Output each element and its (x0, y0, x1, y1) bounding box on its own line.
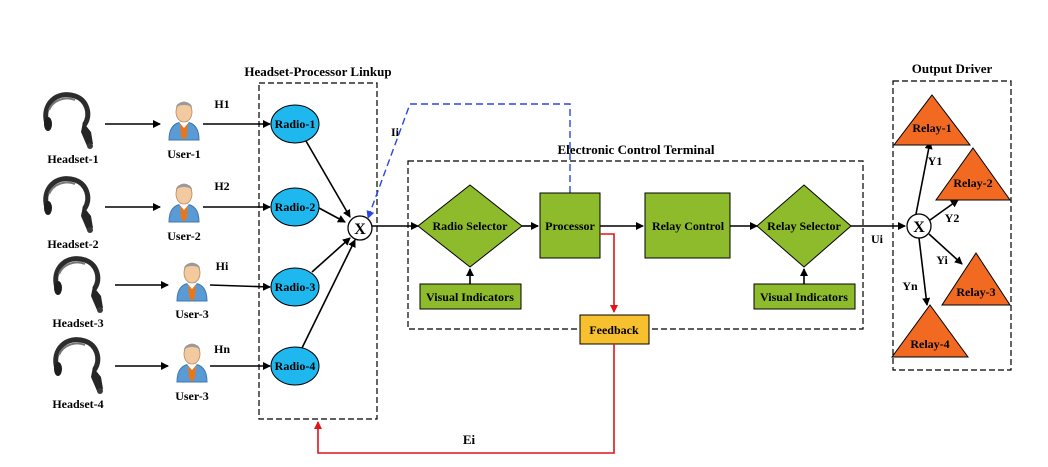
radio-node (270, 346, 320, 386)
y1-signal-label: Y1 (928, 154, 943, 168)
relay-3-block (941, 252, 1011, 306)
user-icon (176, 343, 208, 383)
user-label: User-1 (167, 147, 201, 161)
relay-selector-block (756, 184, 852, 268)
output-arrow-relay-1 (915, 141, 933, 215)
feedback-return-line (314, 344, 615, 454)
output-arrow-relay-2 (929, 199, 959, 221)
radio-selector-block (417, 184, 523, 268)
headset-icon (54, 340, 103, 394)
channel-label: H1 (214, 97, 229, 111)
relay-2-label: Relay-2 (953, 176, 992, 190)
relay-control-label: Relay Control (652, 219, 725, 233)
processor-label: Processor (545, 219, 595, 233)
linkup-group-title: Headset-Processor Linkup (244, 64, 391, 79)
visual-indicators-right-block (753, 283, 856, 310)
yi-signal-label: Yi (936, 253, 948, 267)
channel-label: Hn (214, 342, 230, 356)
input-mixer-node (347, 215, 373, 241)
user-icon (168, 101, 200, 141)
relay-selector-label: Relay Selector (767, 219, 841, 233)
relay-2-block (935, 147, 1011, 201)
user-icon (168, 183, 200, 223)
ei-signal-label: Ei (463, 432, 476, 447)
headset-label: Headset-2 (47, 237, 98, 251)
headset-label: Headset-3 (52, 316, 103, 330)
processor-block (539, 192, 601, 259)
output-arrow-relay-3 (928, 233, 963, 265)
radio-label: Radio-4 (275, 359, 316, 373)
user-to-radio-arrow (209, 282, 271, 291)
ui-signal-label: Ui (871, 232, 884, 246)
output-group-title: Output Driver (912, 61, 993, 76)
y2-signal-label: Y2 (945, 211, 960, 225)
radio-to-mixer-arrow (318, 207, 346, 223)
terminal-group-title: Electronic Control Terminal (558, 142, 715, 157)
user-label: User-2 (167, 229, 201, 243)
radio-selector-label: Radio Selector (433, 219, 509, 233)
input-mixer-symbol: X (354, 221, 366, 238)
headset-icon (44, 95, 93, 149)
radio-label: Radio-3 (275, 280, 316, 294)
channel-label: Hi (216, 259, 229, 273)
headset-label: Headset-1 (47, 152, 98, 166)
radio-label: Radio-2 (275, 200, 316, 214)
radio-to-mixer-arrow (311, 237, 351, 273)
radio-to-mixer-arrow (301, 239, 356, 349)
ii-signal-line (366, 103, 571, 219)
user-label: User-3 (175, 389, 209, 403)
radio-node (270, 104, 320, 144)
relay-4-label: Relay-4 (910, 337, 949, 351)
user-icon (176, 262, 208, 302)
headset-icon (44, 179, 93, 233)
radio-node (270, 267, 320, 307)
radio-label: Radio-1 (275, 117, 316, 131)
radio-node (270, 187, 320, 227)
ii-signal-label: Ii (391, 125, 400, 139)
headset-label: Headset-4 (52, 397, 103, 411)
processor-to-feedback-line (600, 233, 618, 313)
feedback-label: Feedback (589, 323, 639, 337)
yn-signal-label: Yn (902, 279, 918, 293)
relay-3-label: Relay-3 (956, 285, 995, 299)
headset-icon (54, 259, 103, 313)
relay-1-label: Relay-1 (912, 121, 951, 135)
relay-4-block (891, 304, 969, 358)
visual-indicators-left-block (419, 283, 522, 310)
channel-label: H2 (214, 179, 229, 193)
user-label: User-3 (175, 307, 209, 321)
output-arrow-relay-4 (918, 237, 931, 306)
radio-to-mixer-arrow (305, 140, 351, 218)
output-mixer-symbol: X (913, 219, 925, 236)
linkup-group-box (258, 82, 378, 420)
relay-1-block (892, 94, 972, 146)
visual-indicators-left-label: Visual Indicators (426, 290, 514, 304)
visual-indicators-right-label: Visual Indicators (760, 290, 848, 304)
